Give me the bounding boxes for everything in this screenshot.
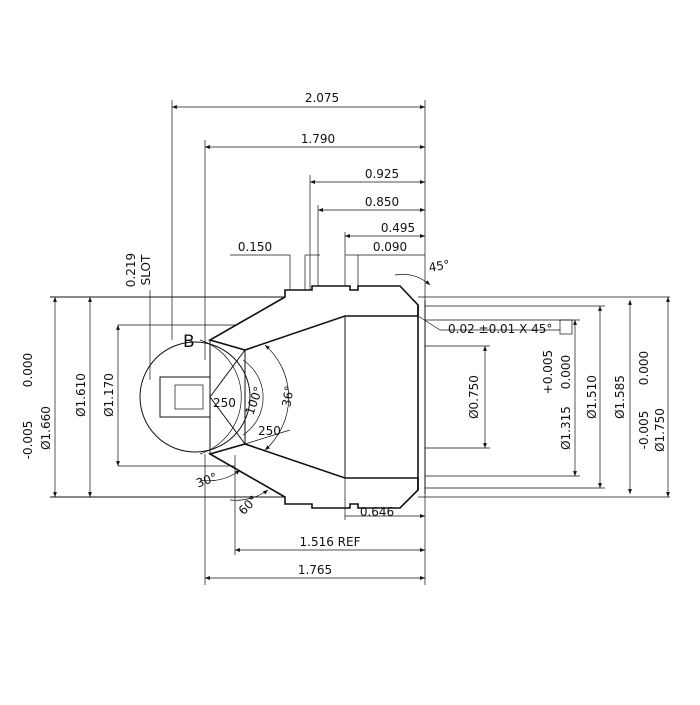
dim-1790: 1.790 (301, 132, 335, 146)
angle-36: 36° (279, 385, 296, 408)
dim-2075: 2.075 (305, 91, 339, 105)
diameter-dimension-lines (53, 297, 670, 497)
dim-0150: 0.150 (238, 240, 272, 254)
tol-upper-left: 0.000 (21, 353, 35, 387)
dim-dia-1315: Ø1.315 (559, 406, 573, 450)
tol-zero: 0.000 (559, 355, 573, 389)
radius-250-right: 250 (258, 424, 281, 438)
angle-45: 45° (428, 257, 451, 274)
part-outline (50, 285, 670, 509)
dim-dia-1585: Ø1.585 (613, 375, 627, 419)
chamfer-note: 0.02 ±0.01 X 45° (448, 322, 552, 336)
chamfer-box (559, 319, 573, 335)
dim-0090: 0.090 (373, 240, 407, 254)
dim-0646: 0.646 (360, 505, 394, 519)
dim-dia-1660: Ø1.660 (39, 406, 53, 450)
dim-dia-1170: Ø1.170 (102, 373, 116, 417)
slot-value: 0.219 (124, 253, 138, 287)
slot-label: SLOT (139, 254, 153, 285)
dim-0495: 0.495 (381, 221, 415, 235)
dim-dia-1510: Ø1.510 (585, 375, 599, 419)
dim-1765: 1.765 (298, 563, 332, 577)
dim-dia-1750: Ø1.750 (653, 408, 667, 452)
dim-dia-0750: Ø0.750 (467, 375, 481, 419)
dim-1516-ref: 1.516 REF (300, 535, 361, 549)
dim-0925: 0.925 (365, 167, 399, 181)
leaders-and-angles (149, 273, 560, 501)
tol-plus: +0.005 (541, 350, 555, 394)
top-dimension-lines (171, 100, 426, 360)
dim-0850: 0.850 (365, 195, 399, 209)
radius-250-left: 250 (213, 396, 236, 410)
angle-30: 30° (194, 470, 219, 490)
dimension-labels: 2.075 1.790 0.925 0.850 0.495 0.090 0.15… (21, 91, 667, 577)
tol-upper-right: 0.000 (637, 351, 651, 385)
angle-100: 100° (243, 385, 266, 417)
tol-lower-right: -0.005 (637, 411, 651, 450)
tol-lower-left: -0.005 (21, 421, 35, 460)
detail-label-b: B (183, 332, 195, 352)
dim-dia-1610: Ø1.610 (74, 373, 88, 417)
